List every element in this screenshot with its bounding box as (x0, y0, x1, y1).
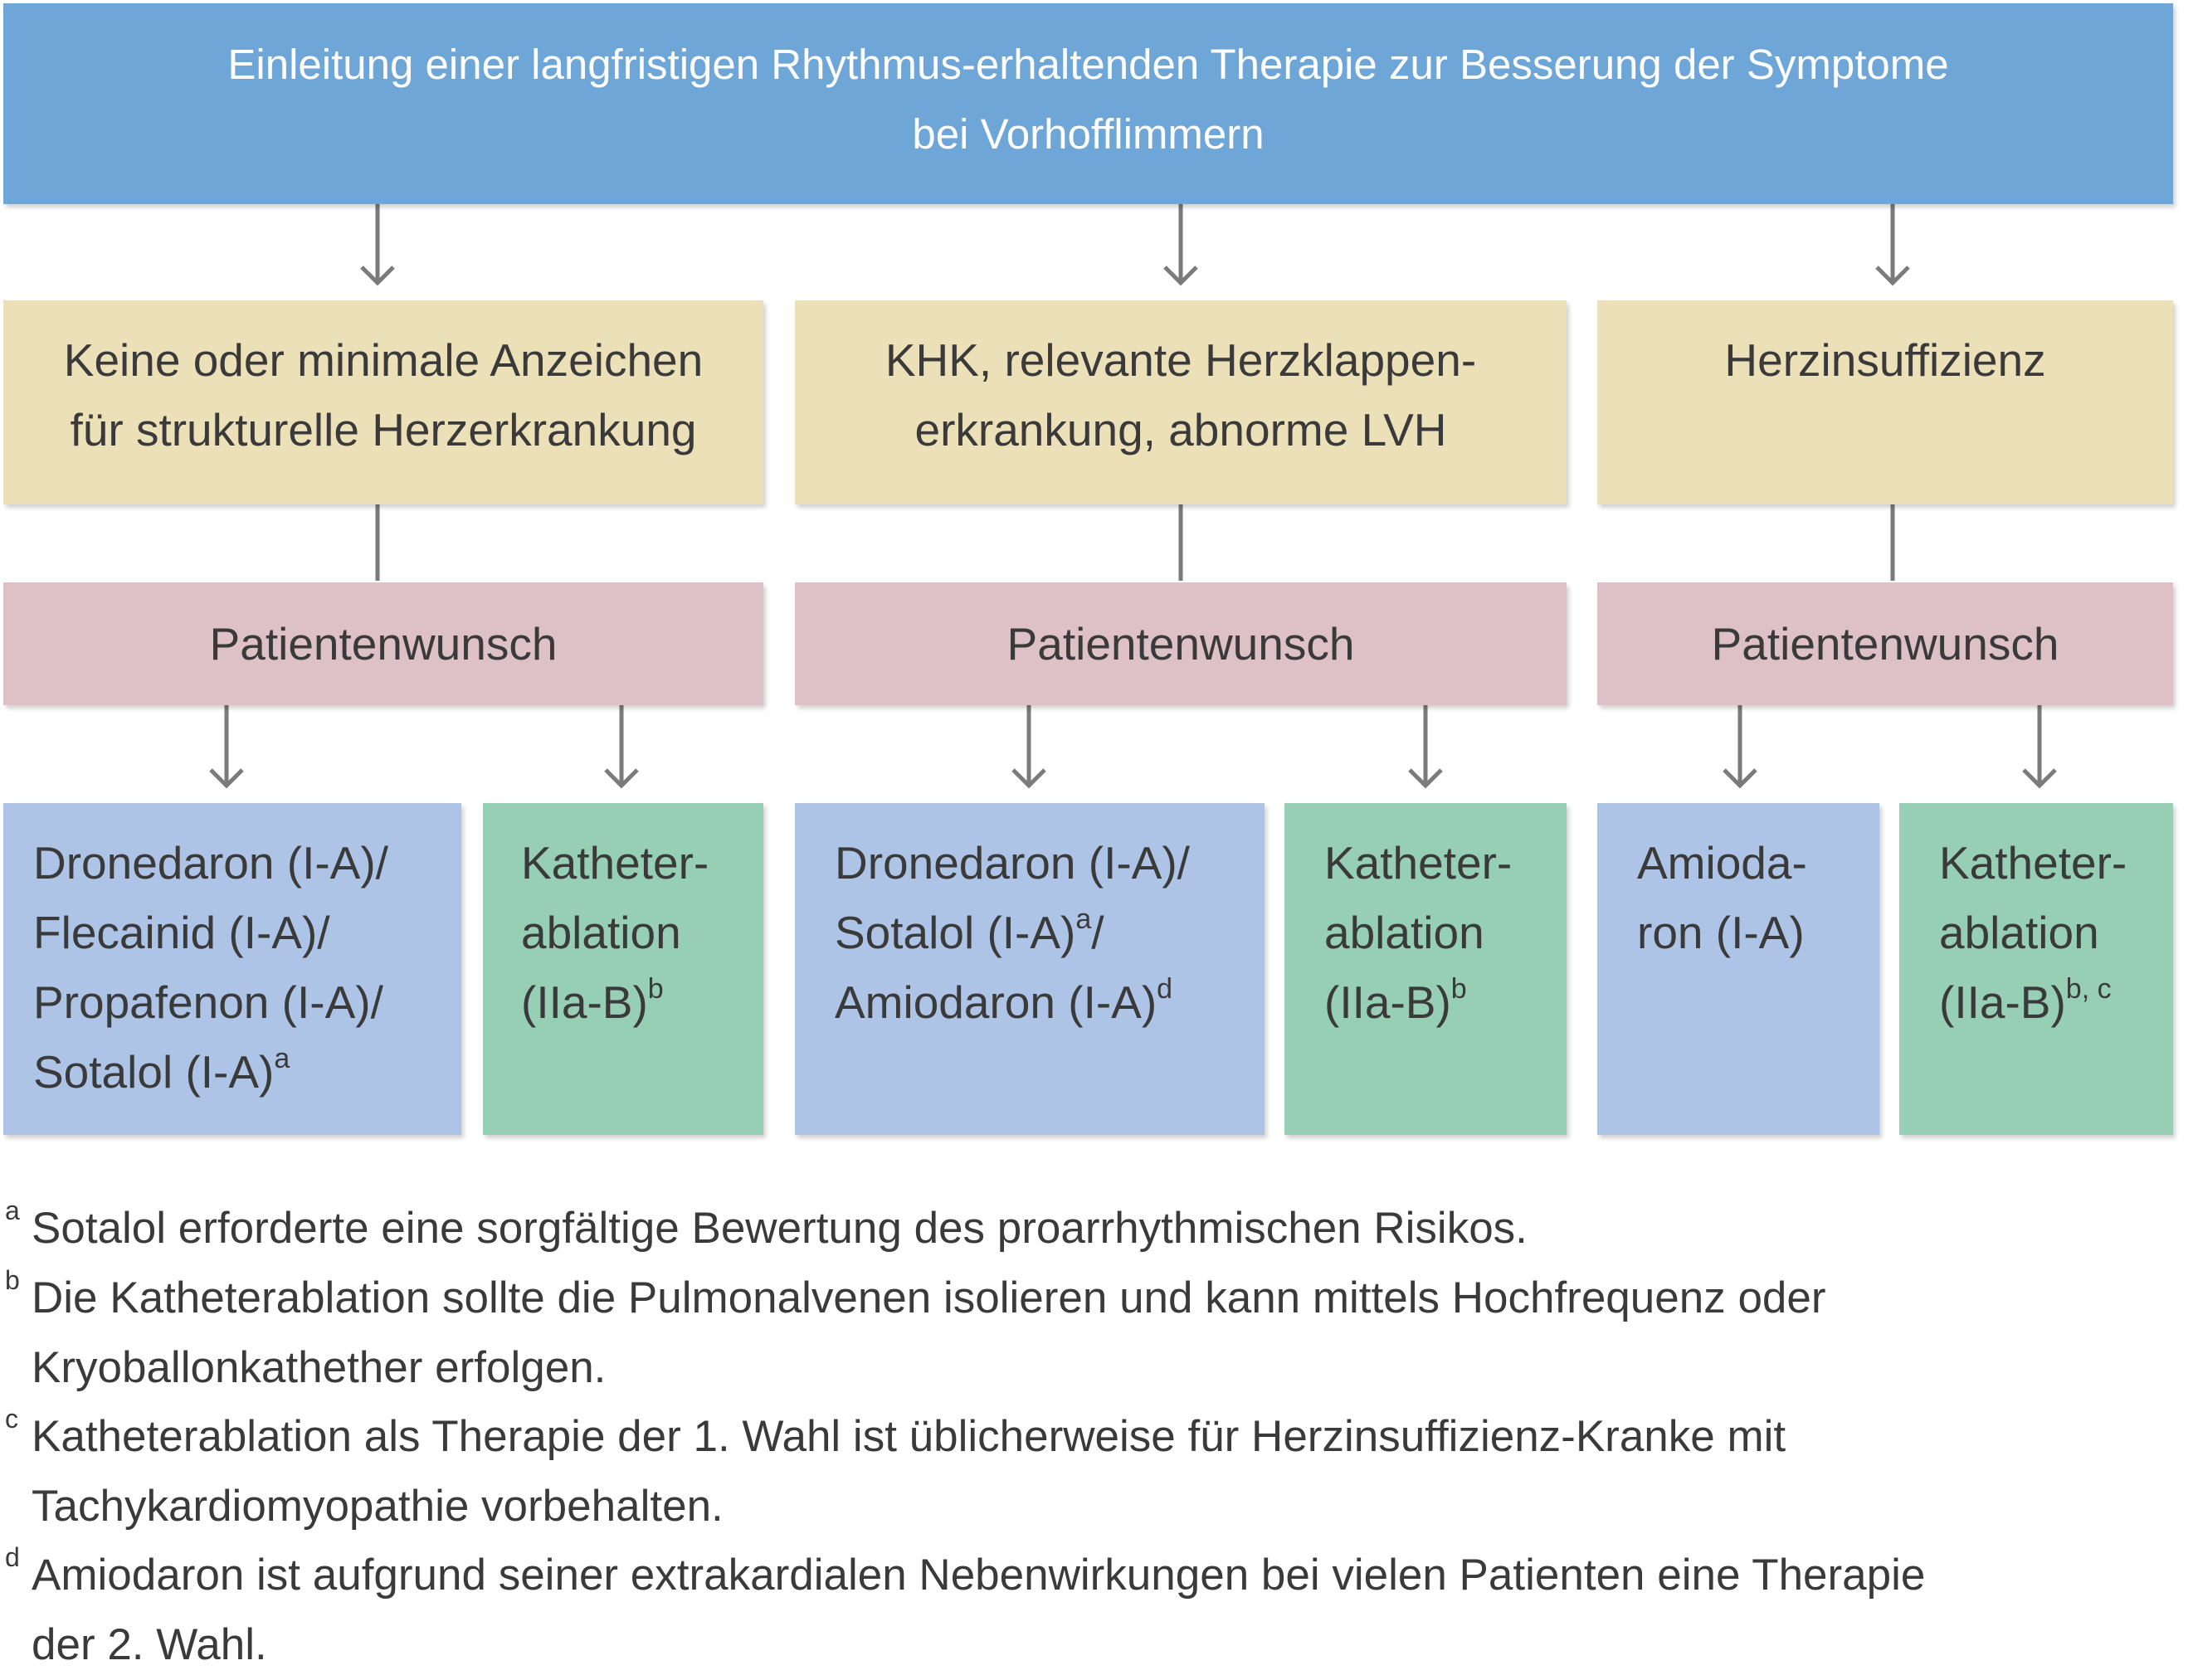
footnote-c: c Katheterablation als Therapie der 1. W… (5, 1402, 2162, 1541)
drug-1-line-2: Flecainid (I-A)/ (33, 907, 330, 958)
footnote-d: d Amiodaron ist aufgrund seiner extrakar… (5, 1541, 2162, 1680)
ablation-2-line-2: ablation (1324, 907, 1484, 958)
footnote-b-line-2: Kryoballonkathether erfolgen. (32, 1343, 607, 1392)
top-box-line-2: bei Vorhofflimmern (912, 110, 1265, 158)
drug-box-1: Dronedaron (I-A)/ Flecainid (I-A)/ Propa… (3, 803, 461, 1135)
arrow-to-condition-1 (362, 204, 393, 283)
ablation-1-line-2: ablation (521, 907, 681, 958)
ablation-2-line-1: Katheter- (1324, 837, 1513, 889)
top-box-line-1: Einleitung einer langfristigen Rhythmus-… (227, 41, 1949, 88)
footnote-ref-a: a (1075, 903, 1092, 935)
patient-wish-box-2: Patientenwunsch (795, 582, 1567, 705)
condition-box-3: Herzinsuffizienz (1597, 300, 2173, 504)
footnote-ref-b: b (1450, 973, 1467, 1005)
footnote-c-line-2: Tachykardiomyopathie vorbehalten. (32, 1482, 724, 1531)
arrow-to-condition-2 (1165, 204, 1196, 283)
footnote-c-mark: c (5, 1404, 18, 1434)
footnote-b: b Die Katheterablation sollte die Pulmon… (5, 1264, 2162, 1403)
condition-2-line-1: KHK, relevante Herzklappen- (885, 334, 1477, 386)
condition-box-2: KHK, relevante Herzklappen- erkrankung, … (795, 300, 1567, 504)
footnote-b-line-1: Die Katheterablation sollte die Pulmonal… (32, 1273, 1826, 1322)
ablation-1-line-1: Katheter- (521, 837, 709, 889)
arrow-wish-ablation-2 (1410, 705, 1441, 786)
drug-1-line-1: Dronedaron (I-A)/ (33, 837, 388, 889)
arrow-wish-drug-1 (211, 705, 242, 786)
arrow-to-condition-3 (1877, 204, 1908, 283)
condition-1-line-1: Keine oder minimale Anzeichen (63, 334, 704, 386)
footnote-ref-d: d (1157, 973, 1173, 1005)
patient-wish-label-3: Patientenwunsch (1711, 618, 2059, 670)
patient-wish-label-1: Patientenwunsch (209, 618, 558, 670)
footnote-d-line-2: der 2. Wahl. (32, 1620, 267, 1669)
ablation-box-1: Katheter- ablation (IIa-B)b (483, 803, 763, 1135)
drug-2-line-1: Dronedaron (I-A)/ (835, 837, 1190, 889)
drug-box-2: Dronedaron (I-A)/ Sotalol (I-A)a/ Amioda… (795, 803, 1265, 1135)
arrow-wish-ablation-3 (2024, 705, 2055, 786)
drug-1-line-3: Propafenon (I-A)/ (33, 976, 383, 1028)
drug-3-line-2: ron (I-A) (1637, 907, 1805, 958)
footnote-ref-bc: b, c (2065, 973, 2112, 1005)
ablation-box-3: Katheter- ablation (IIa-B)b, c (1899, 803, 2173, 1135)
drug-1-line-4: Sotalol (I-A)a (33, 1043, 290, 1098)
footnote-a-line-1: Sotalol erforderte eine sorgfältige Bewe… (32, 1204, 1528, 1253)
footnote-b-mark: b (5, 1265, 20, 1295)
footnote-a-mark: a (5, 1195, 20, 1225)
footnote-d-line-1: Amiodaron ist aufgrund seiner extrakardi… (32, 1551, 1926, 1600)
ablation-1-line-3: (IIa-B)b (521, 973, 664, 1028)
patient-wish-box-1: Patientenwunsch (3, 582, 763, 705)
ablation-2-line-3: (IIa-B)b (1324, 973, 1467, 1028)
footnote-c-line-1: Katheterablation als Therapie der 1. Wah… (32, 1412, 1786, 1461)
drug-2-line-3: Amiodaron (I-A)d (835, 973, 1173, 1028)
footnote-a: a Sotalol erforderte eine sorgfältige Be… (5, 1194, 2162, 1264)
patient-wish-box-3: Patientenwunsch (1597, 582, 2173, 705)
drug-3-line-1: Amioda- (1637, 837, 1807, 889)
drug-box-3: Amioda- ron (I-A) (1597, 803, 1879, 1135)
ablation-box-2: Katheter- ablation (IIa-B)b (1284, 803, 1567, 1135)
footnote-d-mark: d (5, 1542, 20, 1572)
ablation-3-line-2: ablation (1939, 907, 2099, 958)
condition-3-line-1: Herzinsuffizienz (1724, 334, 2046, 386)
footnote-ref-a: a (274, 1043, 290, 1074)
drug-2-line-2: Sotalol (I-A)a/ (835, 903, 1104, 958)
arrow-wish-drug-3 (1724, 705, 1756, 786)
footnote-ref-b: b (647, 973, 664, 1005)
top-box: Einleitung einer langfristigen Rhythmus-… (3, 3, 2173, 204)
arrow-wish-drug-2 (1013, 705, 1045, 786)
condition-1-line-2: für strukturelle Herzerkrankung (70, 404, 697, 455)
condition-2-line-2: erkrankung, abnorme LVH (914, 404, 1447, 455)
condition-box-1: Keine oder minimale Anzeichen für strukt… (3, 300, 763, 504)
arrow-wish-ablation-1 (606, 705, 637, 786)
patient-wish-label-2: Patientenwunsch (1006, 618, 1355, 670)
ablation-3-line-1: Katheter- (1939, 837, 2127, 889)
ablation-3-line-3: (IIa-B)b, c (1939, 973, 2112, 1028)
